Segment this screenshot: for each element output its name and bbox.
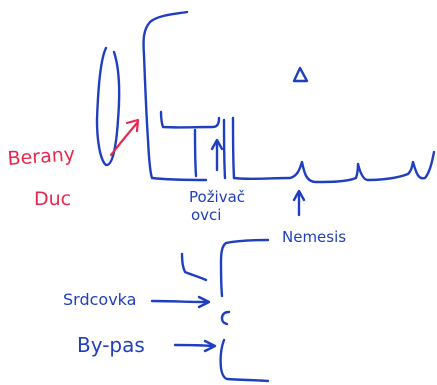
small-l-shape [180, 252, 208, 282]
lower-right-passage [232, 150, 436, 184]
label-bypas: By-pas [77, 333, 145, 357]
lower-bracket-bottom [219, 338, 270, 383]
srdcovka-arrow-head [197, 295, 211, 309]
bypas-arrow-head [203, 339, 217, 353]
srdcovka-arrow-shaft [150, 299, 208, 304]
shaft-pillar-left [222, 118, 227, 180]
inner-shaft-wall [159, 110, 221, 129]
bypas-arrow-shaft [173, 343, 214, 348]
berany-arrow-shaft [109, 121, 139, 157]
shaft-pillar-right [231, 116, 236, 180]
label-duc: Duc [34, 188, 71, 210]
label-srdcovka: Srdcovka [63, 290, 136, 309]
label-nemesis: Nemesis [282, 228, 346, 246]
lower-bracket-top [219, 238, 270, 298]
berany-arrow-head [125, 118, 140, 133]
label-pozivat: Poživač [189, 188, 245, 206]
delta-symbol [292, 66, 309, 83]
label-ovci: ovci [191, 206, 221, 224]
chamber-right-wall [193, 128, 198, 178]
pozivat-arrow-head [210, 138, 224, 151]
lower-bracket-mid-notch [220, 310, 231, 326]
left-loop-outline [95, 46, 121, 167]
main-passage-outline [142, 10, 208, 182]
nemesis-arrow-head [292, 189, 306, 202]
label-berany: Berany [7, 143, 76, 170]
